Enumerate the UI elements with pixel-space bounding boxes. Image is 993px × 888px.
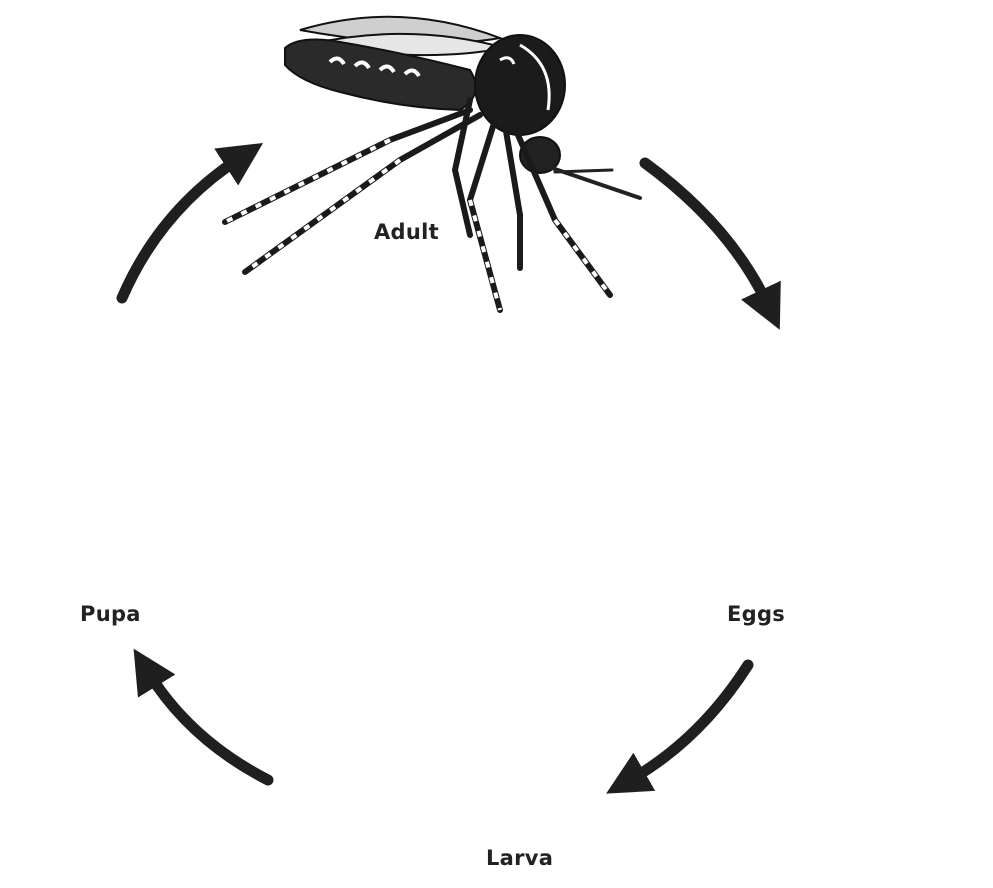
larva-label: Larva xyxy=(486,846,553,870)
cycle-arrows xyxy=(122,158,768,780)
eggs-label: Eggs xyxy=(727,602,785,626)
arrow-adult-to-eggs xyxy=(645,163,768,305)
adult-mosquito-illustration xyxy=(225,17,640,310)
arrow-eggs-to-larva xyxy=(630,665,748,780)
pupa-label: Pupa xyxy=(80,602,141,626)
adult-label: Adult xyxy=(374,220,439,244)
arrow-pupa-to-adult xyxy=(122,158,240,298)
arrow-larva-to-pupa xyxy=(148,672,268,780)
